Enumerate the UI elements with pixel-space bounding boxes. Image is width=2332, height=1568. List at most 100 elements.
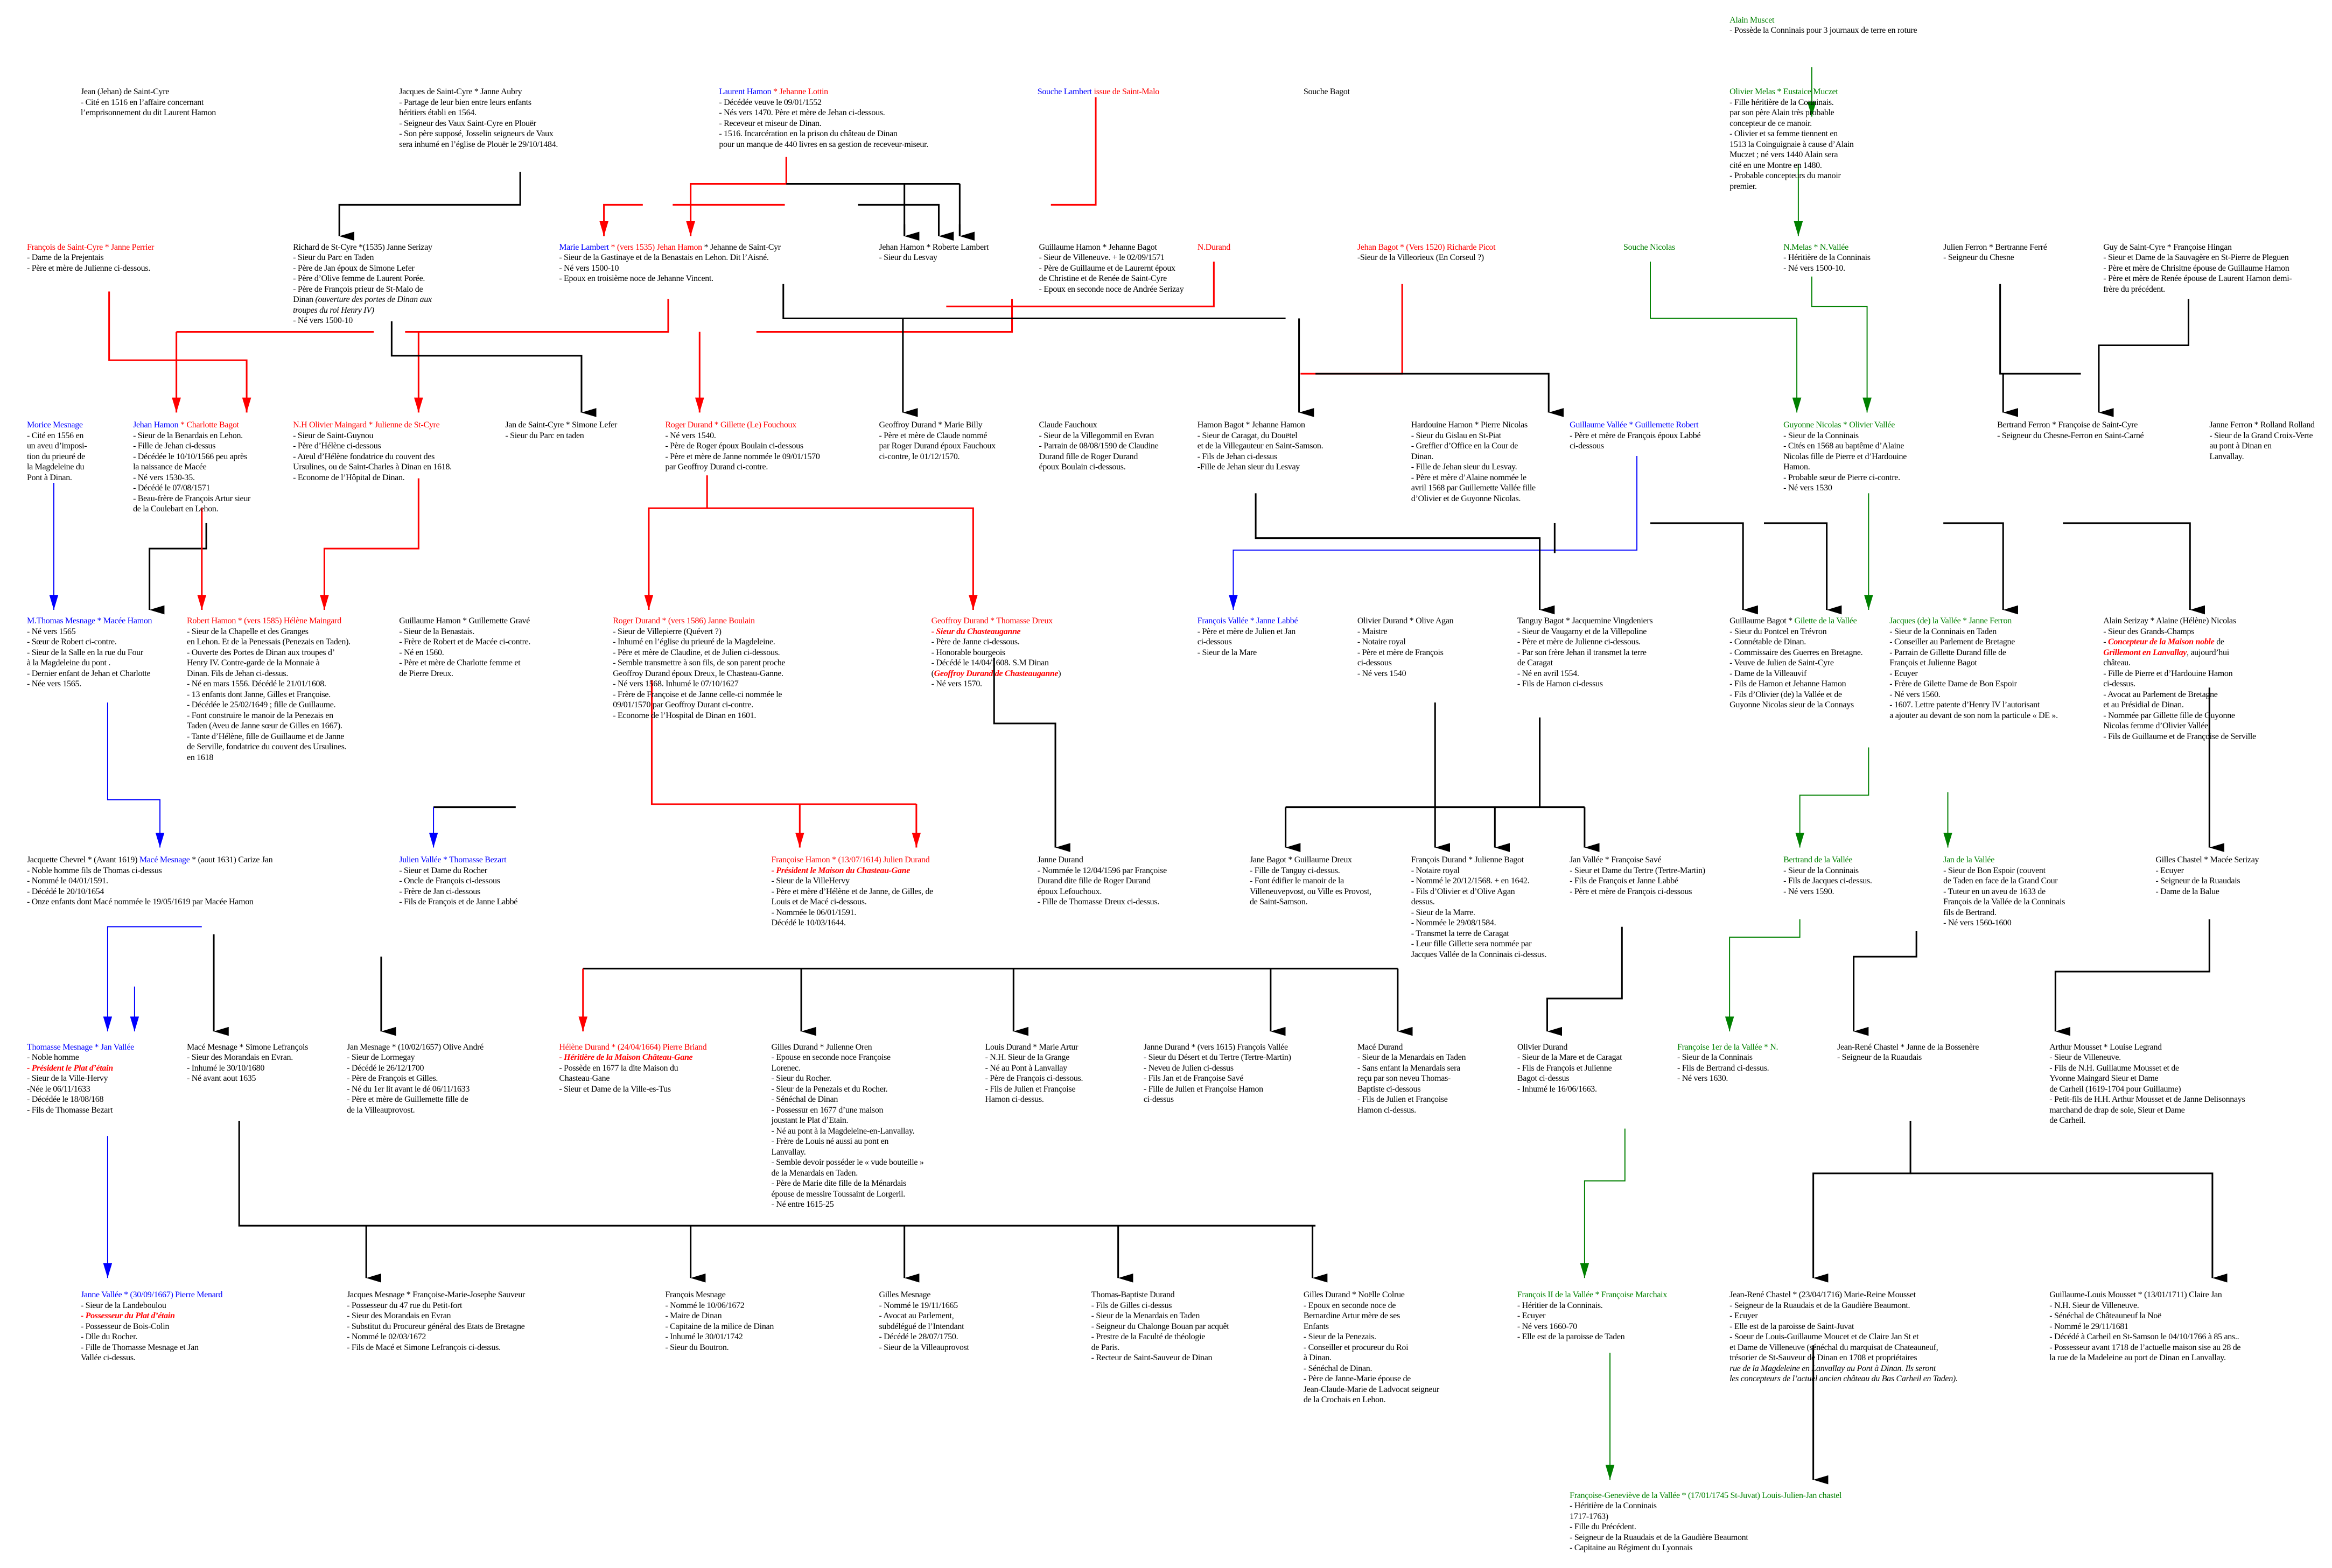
text-segment: Macé Mesnage * Simone Lefrançois — [187, 1042, 309, 1052]
person-detail-line: - Possesseur de Bois-Colin — [80, 1321, 170, 1331]
person-title: Jehan Hamon * Roberte Lambert — [879, 242, 989, 253]
person-detail-line: - Fils d’Olivier et d’Olive Agan — [1411, 887, 1515, 896]
person-title: Roger Durand * Gillette (Le) Fouchoux — [665, 420, 820, 431]
person-detail-line: - Né avant aout 1635 — [187, 1074, 256, 1084]
person-detail-line: - Sieur du Pontcel en Trévron — [1729, 627, 1827, 636]
person-detail-line: - Décédé le 14/04/1608. S.M Dinan — [931, 658, 1049, 668]
text-segment: * (vers 1535) Jehan Hamon — [608, 242, 703, 252]
person-detail-line: - Père de Janne ci-dessous. — [931, 637, 1020, 647]
person-detail-line: Hamon. — [1783, 462, 1810, 472]
text-segment: Guillaume Bagot * — [1729, 616, 1795, 626]
text-segment: Guillaume Hamon * Jehanne Bagot — [1039, 242, 1157, 252]
person-detail-line: - Né en 1560. — [399, 648, 444, 657]
connector-line — [1811, 276, 1872, 413]
text-segment: - — [2103, 637, 2108, 647]
person-detail-line: - Frère de Jan ci-dessous — [399, 887, 480, 896]
person-title: Louis Durand * Marie Artur — [985, 1042, 1083, 1053]
person-detail-line: - Fille héritière de la Conninais. — [1729, 97, 1834, 107]
text-segment: Gilles Durand * Noëlle Colrue — [1303, 1290, 1405, 1300]
person-detail-line: - Père et mère de Charlotte femme et — [399, 658, 521, 668]
person-detail-line: - 1516. Incarcération en la prison du ch… — [719, 129, 898, 139]
person-detail-line: Dinan. — [1411, 452, 1434, 461]
person-detail-line: Dinan. Fils de Jehan ci-dessus. — [187, 669, 289, 678]
person-detail-line: - Fils de François et de Janne Labbé — [399, 897, 518, 907]
person-detail-line: Hamon ci-dessus. — [1357, 1105, 1416, 1115]
person-detail-line: frère du précédent. — [2103, 284, 2165, 294]
person-detail-line: - Né vers 1530 — [1783, 483, 1832, 493]
person-detail-line: - Possède la Conninais pour 3 journaux d… — [1729, 26, 1917, 36]
person-detail-line: - Sieur de la Penezais et du Rocher. — [771, 1084, 888, 1094]
connector-line — [1051, 97, 1097, 206]
person-detail-line: par Roger Durand époux Fauchoux — [879, 441, 996, 451]
connector-line — [650, 680, 804, 848]
person-detail-line: - Sieur de la Marre. — [1411, 908, 1475, 917]
person-title: Janne Ferron * Rolland Rolland — [2209, 420, 2315, 431]
person-detail-line: Ursulines, ou de Saint-Charles à Dinan e… — [293, 462, 452, 472]
person-detail-line: - Sieur du Boutron. — [665, 1342, 729, 1352]
text-segment: les concepteurs de l’actuel ancien châte… — [1729, 1374, 1958, 1384]
person-detail-line: - Sieur de Caragat, du Douëtel — [1197, 431, 1298, 440]
person-title: N.Durand — [1197, 242, 1230, 253]
person-detail-line: - Sieur de la Mare — [1197, 648, 1257, 657]
text-segment: Gilles Mesnage — [879, 1290, 931, 1300]
text-segment: Jacques (de) la Vallée * Janne Ferron — [1889, 616, 2012, 626]
person-title: Jane Bagot * Guillaume Dreux — [1250, 855, 1371, 866]
connector-line — [644, 475, 708, 610]
connector-line — [338, 172, 521, 241]
person-block: Jacques (de) la Vallée * Janne Ferron- S… — [1889, 616, 2058, 721]
person-detail-line: - Sieur de la Landeboulou — [80, 1300, 166, 1310]
person-block: Jean-René Chastel * (23/04/1716) Marie-R… — [1729, 1290, 1958, 1384]
text-segment: Morice Mesnage — [26, 420, 83, 430]
text-segment: rue de la Magdeleine en Lanvallay au Pon… — [1729, 1363, 1936, 1373]
person-title: Janne Durand * (vers 1615) François Vall… — [1144, 1042, 1291, 1053]
person-block: Guillaume-Louis Mousset * (13/01/1711) C… — [2049, 1290, 2240, 1363]
text-segment: * Jehanne Lottin — [771, 87, 828, 97]
text-segment: Gilette de la Vallée — [1794, 616, 1857, 626]
text-segment: Jehan Hamon * Roberte Lambert — [879, 242, 989, 252]
person-detail-line: Bernardine Artur mère de ses — [1303, 1311, 1400, 1321]
person-detail-line: - Père et mère de François époux Labbé — [1570, 431, 1701, 440]
person-block: Guillaume Vallée * Guillemette Robert- P… — [1570, 420, 1700, 452]
person-detail-line: Geoffroy Durand époux Dreux, le Chasteau… — [613, 669, 783, 678]
person-detail-line: -Sieur de la Villeorieux (En Corseul ?) — [1357, 253, 1484, 263]
person-title: Jehan Hamon * Charlotte Bagot — [133, 420, 250, 431]
person-detail-line: - Beau-frère de François Artur sieur — [133, 494, 251, 503]
text-segment: Laurent Hamon — [719, 87, 772, 97]
person-title: Guillaume-Louis Mousset * (13/01/1711) C… — [2049, 1290, 2240, 1300]
connector-line — [858, 203, 954, 241]
connector-line — [756, 261, 1215, 333]
connector-line — [390, 321, 597, 417]
person-detail-line: de Caragat — [1517, 658, 1553, 668]
person-block: Jehan Bagot * (Vers 1520) Richarde Picot… — [1357, 242, 1496, 263]
person-detail-line: - Père de Jan époux de Simone Lefer — [293, 263, 415, 273]
connector-line — [993, 657, 1070, 852]
person-detail-line: - Avocat au Parlement, — [879, 1311, 954, 1321]
person-detail-line: - Capitaine de la milice de Dinan — [665, 1321, 774, 1331]
person-block: Hélène Durand * (24/04/1664) Pierre Bria… — [559, 1042, 706, 1095]
connector-line — [1255, 493, 1555, 615]
person-block: Robert Hamon * (vers 1585) Hélène Mainga… — [187, 616, 351, 763]
person-detail-line: - Nommé le 02/03/1672 — [347, 1332, 426, 1342]
text-segment: Robert Hamon * (vers 1585) Hélène Mainga… — [187, 616, 341, 626]
person-detail-line: - Sénéchal de Dinan — [771, 1095, 838, 1105]
person-detail-line: - Ecuyer — [1517, 1311, 1546, 1321]
person-detail-line: - Frère de Louis né aussi au pont en — [771, 1137, 889, 1147]
text-segment: Tanguy Bagot * Jacquemine Vingdeniers — [1517, 616, 1653, 626]
person-detail-line: ci-contre, le 01/12/1570. — [879, 452, 960, 461]
person-block: Jehan Hamon * Roberte Lambert- Sieur du … — [879, 242, 989, 263]
person-detail-line: - Ecuyer — [1729, 1311, 1758, 1321]
person-block: Roger Durand * Gillette (Le) Fouchoux- N… — [665, 420, 820, 473]
person-detail-line: François de la Vallée de la Conninais — [1943, 897, 2065, 907]
text-segment: Jehan Hamon — [133, 420, 179, 430]
person-detail-line: - Sieur de la Ville-Hervy — [26, 1074, 108, 1084]
person-title: Gilles Chastel * Macée Serizay — [2155, 855, 2259, 866]
person-title: Guillaume Vallée * Guillemette Robert — [1570, 420, 1700, 431]
person-detail-line: - Commissaire des Guerres en Bretagne. — [1729, 648, 1863, 657]
person-block: Guillaume Hamon * Guillemette Gravé- Sie… — [399, 616, 530, 679]
person-detail-line: - Fils de Julien et Françoise — [1357, 1095, 1448, 1105]
connector-line — [599, 203, 643, 236]
person-detail-line: - Fille du Précédent. — [1570, 1522, 1636, 1532]
person-block: Olivier Durand * Olive Agan- Maistre- No… — [1357, 616, 1454, 679]
person-detail-line: à Dinan. — [1303, 1353, 1332, 1363]
